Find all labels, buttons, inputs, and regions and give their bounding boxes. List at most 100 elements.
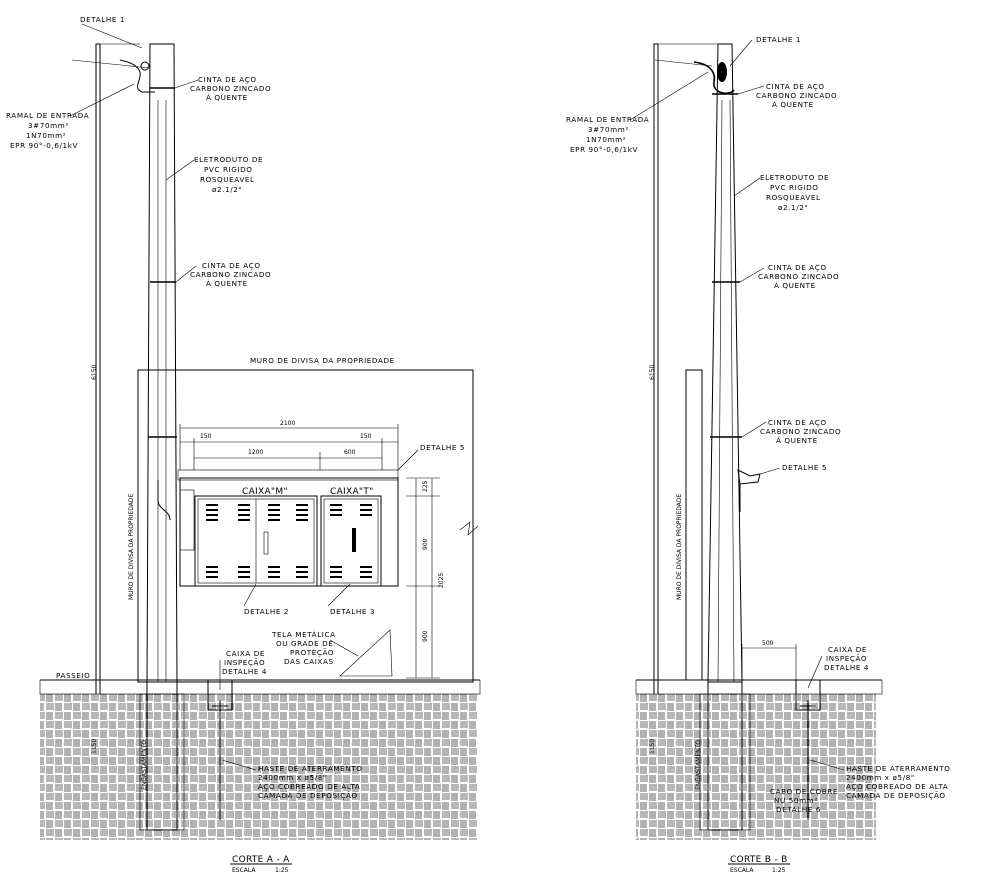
dimensions-a — [179, 424, 440, 679]
labels-a: DETALHE 1 CINTA DE AÇO CARBONO ZINCADO À… — [6, 15, 465, 874]
ramal-b-l3: 1N70mm² — [586, 135, 626, 144]
cinta1-b-l1: CINTA DE AÇO — [766, 82, 825, 91]
dim-2100-a: 2100 — [280, 420, 295, 427]
engastamento-b: ENGASTAMENTO — [695, 740, 702, 790]
dim-225-a: 225 — [422, 480, 429, 492]
eletroduto-a-l3: ROSQUEAVEL — [200, 175, 255, 184]
dim-500-b: 500 — [762, 640, 774, 647]
ramal-b-l1: RAMAL DE ENTRADA — [566, 115, 649, 124]
muro-side-b: MURO DE DIVISA DA PROPRIEDADE — [676, 493, 683, 600]
dim-600-a: 600 — [344, 449, 356, 456]
tela-a-l2: OU GRADE DE — [276, 639, 333, 648]
detalhe3-a: DETALHE 3 — [330, 607, 375, 616]
eletroduto-a-l4: ø2.1/2" — [212, 185, 242, 194]
dim-150r-a: 150 — [360, 433, 372, 440]
ground-a — [40, 694, 478, 840]
haste-a-l3: AÇO COBREADO DE ALTA — [258, 782, 360, 791]
section-b: DETALHE 1 CINTA DE AÇO CARBONO ZINCADO À… — [566, 35, 950, 874]
eletroduto-b-l3: ROSQUEAVEL — [766, 193, 821, 202]
haste-a-l2: 2400mm x ø5/8" — [258, 773, 327, 782]
engastamento-a: ENGASTAMENTO — [141, 740, 148, 790]
cinta3-b-l1: CINTA DE AÇO — [768, 418, 827, 427]
cinta1-b-l2: CARBONO ZINCADO — [756, 91, 837, 100]
ramal-a-l2: 3#70mm² — [28, 121, 69, 130]
boundary-wall — [137, 369, 474, 683]
haste-b-l4: CAMADA DE DEPOSIÇÃO — [846, 791, 946, 800]
box-t-vents — [330, 504, 372, 578]
dim-1150-a: 1150 — [91, 739, 98, 754]
dim-1150-b: 1150 — [649, 739, 656, 754]
dim-1200-a: 1200 — [248, 449, 263, 456]
scale-label-a: ESCALA — [232, 867, 256, 874]
caixa-m-label: CAIXA"M" — [242, 487, 288, 497]
haste-b-l3: AÇO COBREADO DE ALTA — [846, 782, 948, 791]
title-b: CORTE B - B — [730, 855, 788, 865]
eletroduto-b-l4: ø2.1/2" — [778, 203, 808, 212]
muro-side-a: MURO DE DIVISA DA PROPRIEDADE — [128, 493, 135, 600]
cabo-b-l1: CABO DE COBRE — [770, 787, 838, 796]
cinta2-a-l2: CARBONO ZINCADO — [190, 270, 271, 279]
dim-150l-a: 150 — [200, 433, 212, 440]
tela-a-l4: DAS CAIXAS — [284, 657, 334, 666]
cinta1-b-l3: À QUENTE — [772, 100, 814, 109]
cinta2-a-l1: CINTA DE AÇO — [202, 261, 261, 270]
dim-900l-a: 900 — [422, 630, 429, 642]
cabo-b-l2: NU 50mm² — [774, 796, 818, 805]
tela-a-l1: TELA METÁLICA — [271, 630, 336, 639]
cabo-b-l3: DETALHE 6 — [776, 805, 821, 814]
pole-b — [707, 43, 743, 683]
tela-a-l3: PROTEÇÃO — [290, 648, 334, 657]
cinta3-b-l3: À QUENTE — [776, 436, 818, 445]
ramal-a-l4: EPR 90°-0,6/1kV — [10, 141, 78, 150]
scale-value-a: 1:25 — [275, 867, 289, 874]
ramal-b-l4: EPR 90°-0,6/1kV — [570, 145, 638, 154]
scale-label-b: ESCALA — [730, 867, 754, 874]
eletroduto-a-l2: PVC RIGIDO — [204, 165, 253, 174]
cinta3-b-l2: CARBONO ZINCADO — [760, 427, 841, 436]
ramal-a-l1: RAMAL DE ENTRADA — [6, 111, 89, 120]
labels-b: DETALHE 1 CINTA DE AÇO CARBONO ZINCADO À… — [566, 35, 950, 874]
eletroduto-a-l1: ELETRODUTO DE — [194, 155, 263, 164]
detalhe1-a: DETALHE 1 — [80, 15, 125, 24]
haste-b-l2: 2400mm x ø5/8" — [846, 773, 915, 782]
caixa-insp-a-l1: CAIXA DE — [226, 649, 265, 658]
detalhe5-a: DETALHE 5 — [420, 443, 465, 452]
dim-2025-a: 2025 — [438, 573, 445, 588]
caixa-insp-b-l3: DETALHE 4 — [824, 663, 869, 672]
cinta1-a-l1: CINTA DE AÇO — [198, 75, 257, 84]
conduit-elbow — [157, 480, 171, 521]
detalhe5-b: DETALHE 5 — [782, 463, 827, 472]
haste-a-l4: CAMADA DE DEPOSIÇÃO — [258, 791, 358, 800]
haste-a-l1: HASTE DE ATERRAMENTO — [258, 764, 363, 773]
section-a: DETALHE 1 CINTA DE AÇO CARBONO ZINCADO À… — [6, 15, 481, 874]
weatherhead — [119, 59, 155, 93]
box-m — [194, 495, 318, 587]
height-b: 6150 — [649, 365, 656, 380]
side-wall-b — [685, 369, 703, 681]
protection-mesh — [339, 629, 393, 677]
box-t — [320, 495, 382, 587]
sidewalk-b — [635, 679, 883, 695]
cinta2-b-l2: CARBONO ZINCADO — [758, 272, 839, 281]
cinta2-b-l1: CINTA DE AÇO — [768, 263, 827, 272]
passeio-label: PASSEIO — [56, 671, 90, 680]
muro-top-a: MURO DE DIVISA DA PROPRIEDADE — [250, 356, 395, 365]
caixa-insp-a-l3: DETALHE 4 — [222, 667, 267, 676]
ramal-b-l2: 3#70mm² — [588, 125, 629, 134]
scale-value-b: 1:25 — [772, 867, 786, 874]
height-a: 6150 — [91, 365, 98, 380]
ramal-a-l3: 1N70mm² — [26, 131, 66, 140]
dim-900u-a: 900 — [422, 538, 429, 550]
caixa-insp-b-l2: INSPEÇÃO — [826, 654, 867, 663]
detalhe2-a: DETALHE 2 — [244, 607, 289, 616]
caixa-insp-b-l1: CAIXA DE — [828, 645, 867, 654]
box-m-vents — [206, 504, 308, 578]
dimensions-b — [741, 644, 797, 680]
cinta1-a-l3: À QUENTE — [206, 93, 248, 102]
detalhe1-b: DETALHE 1 — [756, 35, 801, 44]
eletroduto-b-l1: ELETRODUTO DE — [760, 173, 829, 182]
weatherhead-b — [693, 61, 735, 95]
cinta1-a-l2: CARBONO ZINCADO — [190, 84, 271, 93]
ground-b — [636, 694, 876, 840]
